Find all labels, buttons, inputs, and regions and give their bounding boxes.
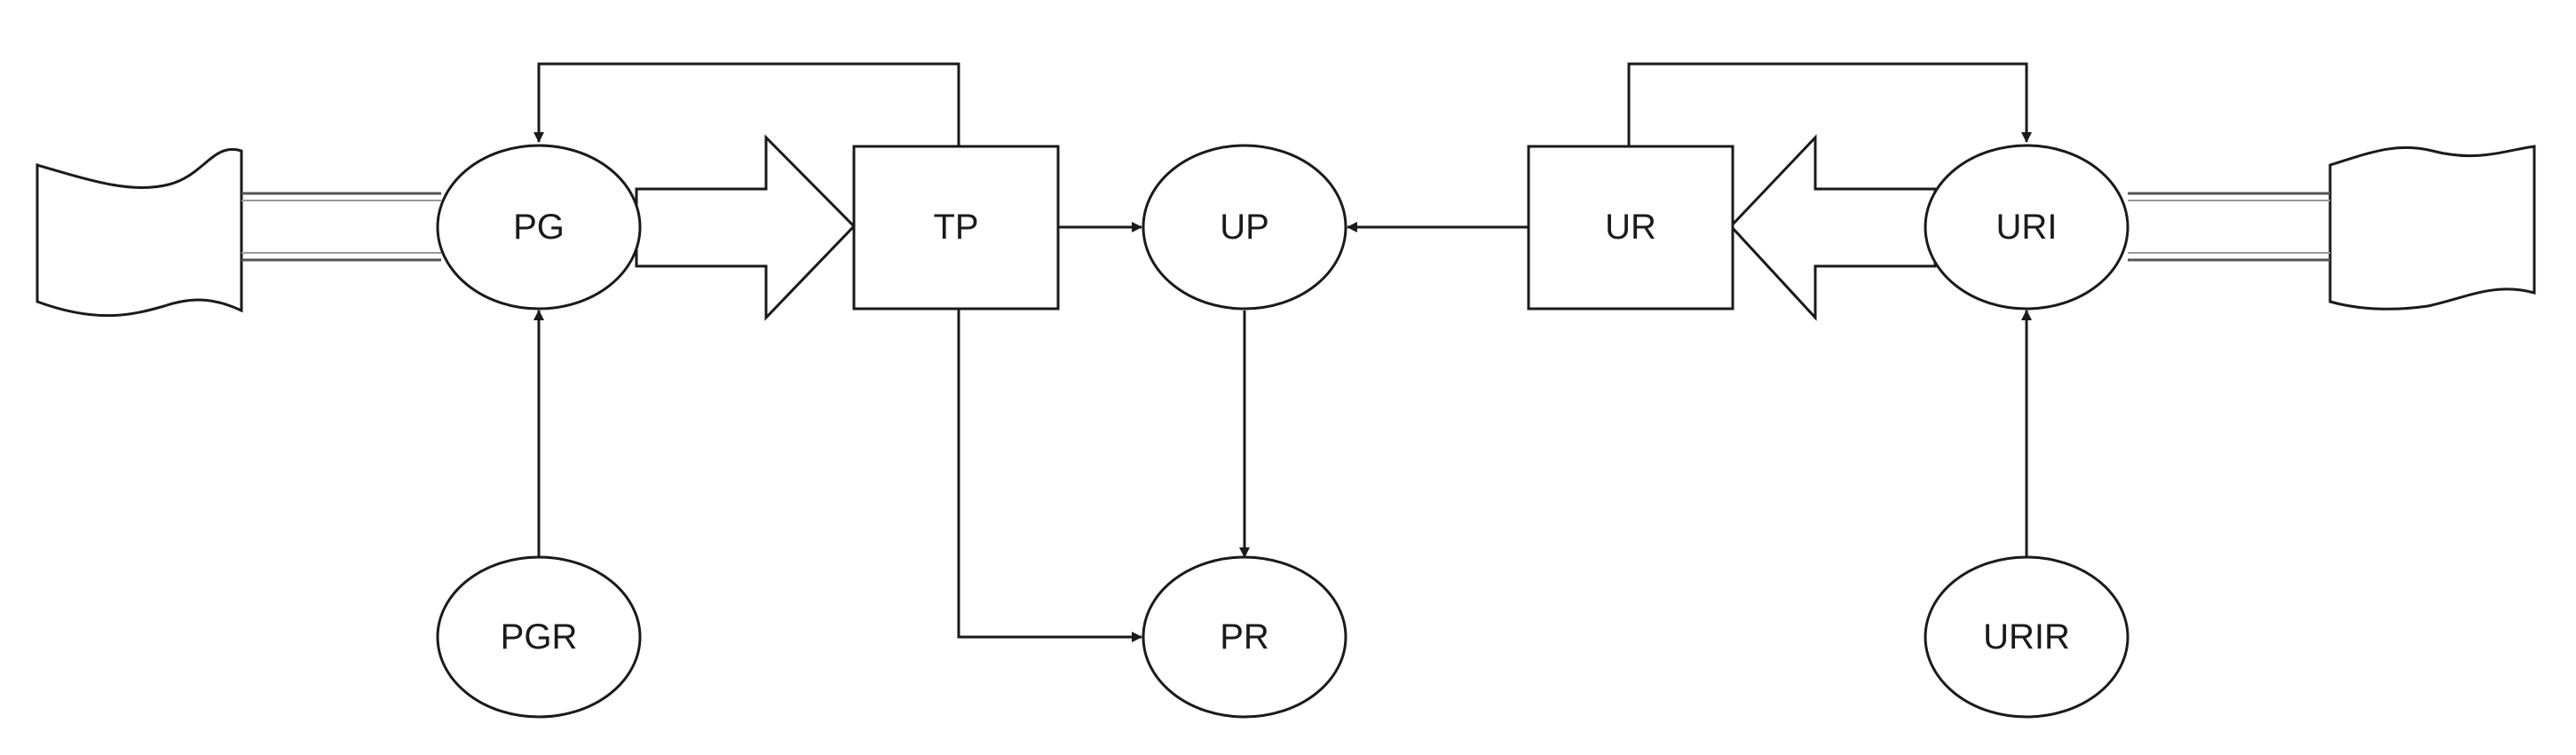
node-tp-label: TP — [933, 208, 978, 247]
node-pr-label: PR — [1220, 617, 1269, 657]
material-flow-pipe-left — [241, 192, 441, 262]
node-urir-label: URIR — [1983, 617, 2070, 657]
external-source-right — [2328, 145, 2536, 311]
node-uri-label: URI — [1996, 208, 2058, 247]
node-up-label: UP — [1220, 208, 1269, 247]
node-pg-label: PG — [513, 208, 565, 247]
node-up: UP — [1142, 144, 1347, 311]
external-source-left — [36, 147, 243, 318]
node-urir: URIR — [1924, 555, 2130, 719]
node-ur-label: UR — [1605, 208, 1656, 247]
node-pg: PG — [436, 144, 642, 311]
arrow-tp-to-pr — [957, 309, 1142, 642]
big-arrow-pg-to-tp — [635, 134, 857, 321]
node-pr: PR — [1142, 555, 1347, 719]
node-pgr-label: PGR — [501, 617, 578, 657]
node-tp: TP — [852, 145, 1060, 311]
node-pgr: PGR — [436, 555, 642, 719]
feedback-line-ur-to-uri — [1627, 62, 2032, 146]
node-ur: UR — [1527, 145, 1734, 311]
feedback-line-tp-to-pg — [533, 62, 960, 146]
node-uri: URI — [1924, 144, 2130, 311]
big-arrow-uri-to-ur — [1728, 134, 1937, 321]
material-flow-pipe-right — [2128, 192, 2330, 262]
